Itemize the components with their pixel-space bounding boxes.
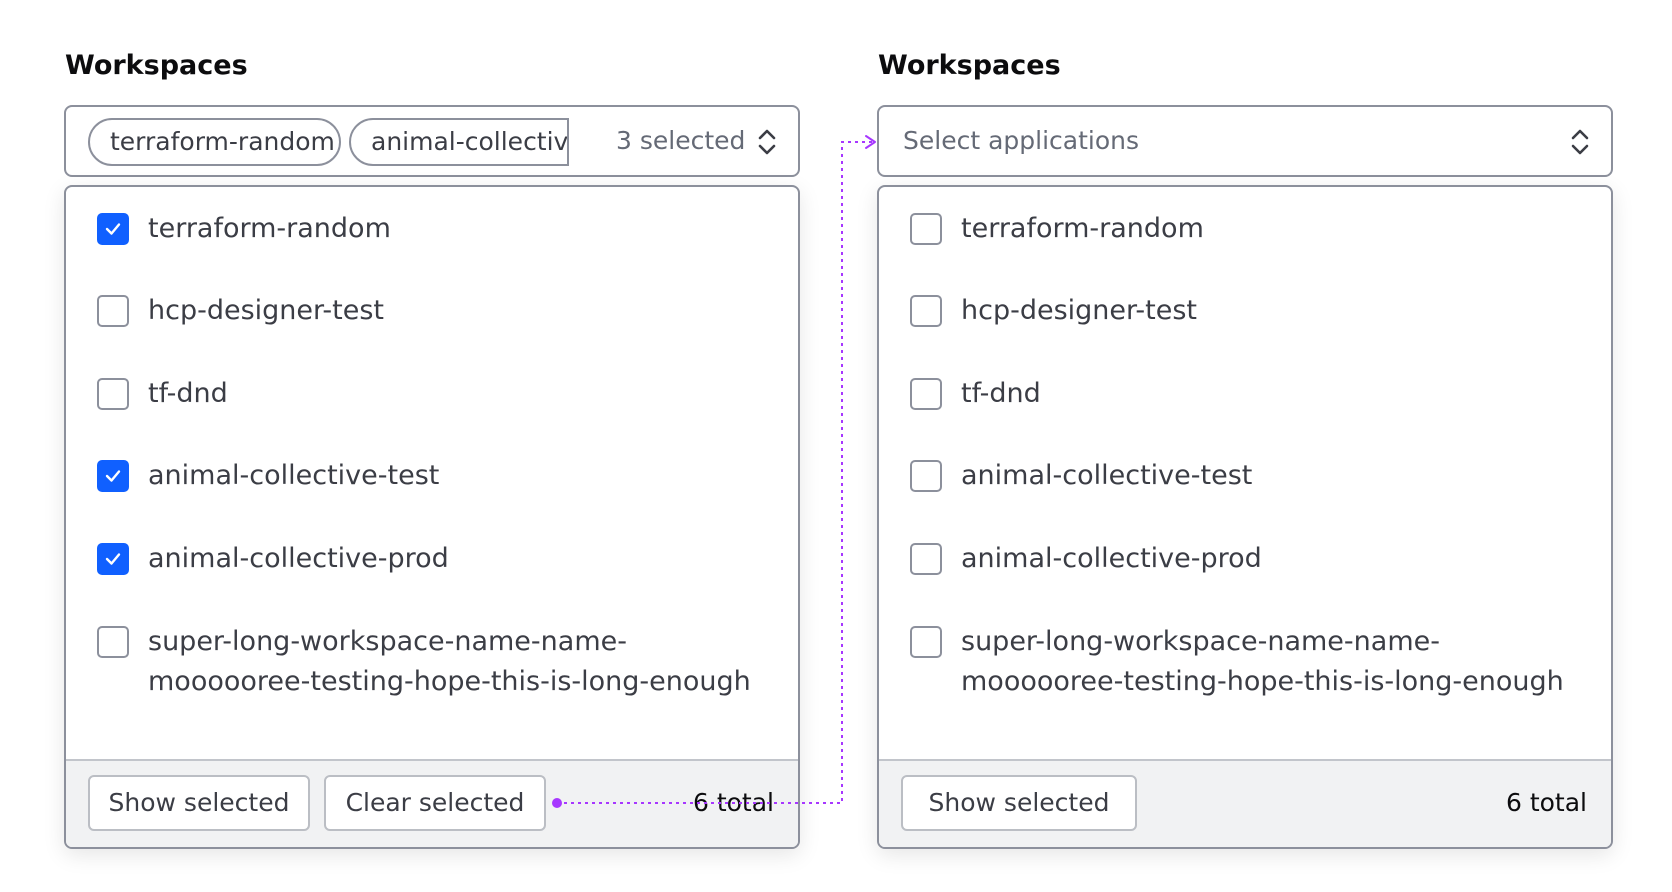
option-label: super-long-workspace-name-name- mooooore… xyxy=(148,626,751,697)
option-item[interactable]: terraform-random xyxy=(879,187,1611,271)
field-label: Workspaces xyxy=(65,50,248,81)
checkbox[interactable] xyxy=(910,460,942,492)
option-item[interactable]: hcp-designer-test xyxy=(879,269,1611,353)
option-label: terraform-random xyxy=(961,213,1204,244)
multiselect-trigger[interactable]: terraform-random animal-collective 3 sel… xyxy=(64,105,800,177)
check-icon xyxy=(105,553,121,565)
option-item[interactable]: super-long-workspace-name-name- mooooore… xyxy=(66,599,798,719)
option-label: tf-dnd xyxy=(961,378,1041,409)
workspaces-multiselect-left: Workspaces terraform-random animal-colle… xyxy=(64,0,800,892)
checkbox[interactable] xyxy=(97,378,129,410)
checkbox[interactable] xyxy=(97,295,129,327)
field-label: Workspaces xyxy=(878,50,1061,81)
option-item[interactable]: animal-collective-test xyxy=(66,434,798,518)
check-icon xyxy=(105,470,121,482)
checkbox[interactable] xyxy=(910,378,942,410)
option-item[interactable]: tf-dnd xyxy=(66,352,798,436)
total-count: 6 total xyxy=(1505,788,1587,817)
option-item[interactable]: animal-collective-prod xyxy=(66,517,798,601)
checkbox[interactable] xyxy=(97,213,129,245)
option-label: hcp-designer-test xyxy=(148,295,384,326)
workspaces-multiselect-right: Workspaces Select applications terraform… xyxy=(877,0,1613,892)
selected-count: 3 selected xyxy=(616,126,746,155)
total-count: 6 total xyxy=(692,788,774,817)
chevron-up-down-icon xyxy=(758,129,776,155)
option-label: animal-collective-test xyxy=(148,460,440,491)
option-item[interactable]: animal-collective-prod xyxy=(879,517,1611,601)
option-item[interactable]: super-long-workspace-name-name- mooooore… xyxy=(879,599,1611,719)
check-icon xyxy=(105,223,121,235)
chevron-up-down-icon xyxy=(1571,129,1589,155)
option-label: animal-collective-prod xyxy=(961,543,1262,574)
connector-arrow-icon xyxy=(865,135,876,149)
selected-chip[interactable]: terraform-random xyxy=(88,118,341,166)
select-placeholder: Select applications xyxy=(903,126,1139,155)
option-label: super-long-workspace-name-name- mooooore… xyxy=(961,626,1564,697)
option-item[interactable]: animal-collective-test xyxy=(879,434,1611,518)
checkbox[interactable] xyxy=(910,213,942,245)
checkbox[interactable] xyxy=(97,460,129,492)
option-label: terraform-random xyxy=(148,213,391,244)
checkbox[interactable] xyxy=(910,543,942,575)
selected-chip[interactable]: animal-collective xyxy=(349,118,569,166)
checkbox[interactable] xyxy=(910,295,942,327)
option-item[interactable]: hcp-designer-test xyxy=(66,269,798,353)
dropdown-footer: Show selected 6 total xyxy=(879,759,1611,847)
option-item[interactable]: terraform-random xyxy=(66,187,798,271)
show-selected-button[interactable]: Show selected xyxy=(88,775,310,831)
multiselect-trigger[interactable]: Select applications xyxy=(877,105,1613,177)
option-label: animal-collective-prod xyxy=(148,543,449,574)
option-label: animal-collective-test xyxy=(961,460,1253,491)
clear-selected-button[interactable]: Clear selected xyxy=(324,775,546,831)
dropdown-footer: Show selected Clear selected 6 total xyxy=(66,759,798,847)
checkbox[interactable] xyxy=(97,626,129,658)
show-selected-button[interactable]: Show selected xyxy=(901,775,1137,831)
options-dropdown: terraform-random hcp-designer-test tf-dn… xyxy=(64,185,800,849)
option-item[interactable]: tf-dnd xyxy=(879,352,1611,436)
option-label: tf-dnd xyxy=(148,378,228,409)
checkbox[interactable] xyxy=(97,543,129,575)
option-label: hcp-designer-test xyxy=(961,295,1197,326)
options-dropdown: terraform-random hcp-designer-test tf-dn… xyxy=(877,185,1613,849)
checkbox[interactable] xyxy=(910,626,942,658)
